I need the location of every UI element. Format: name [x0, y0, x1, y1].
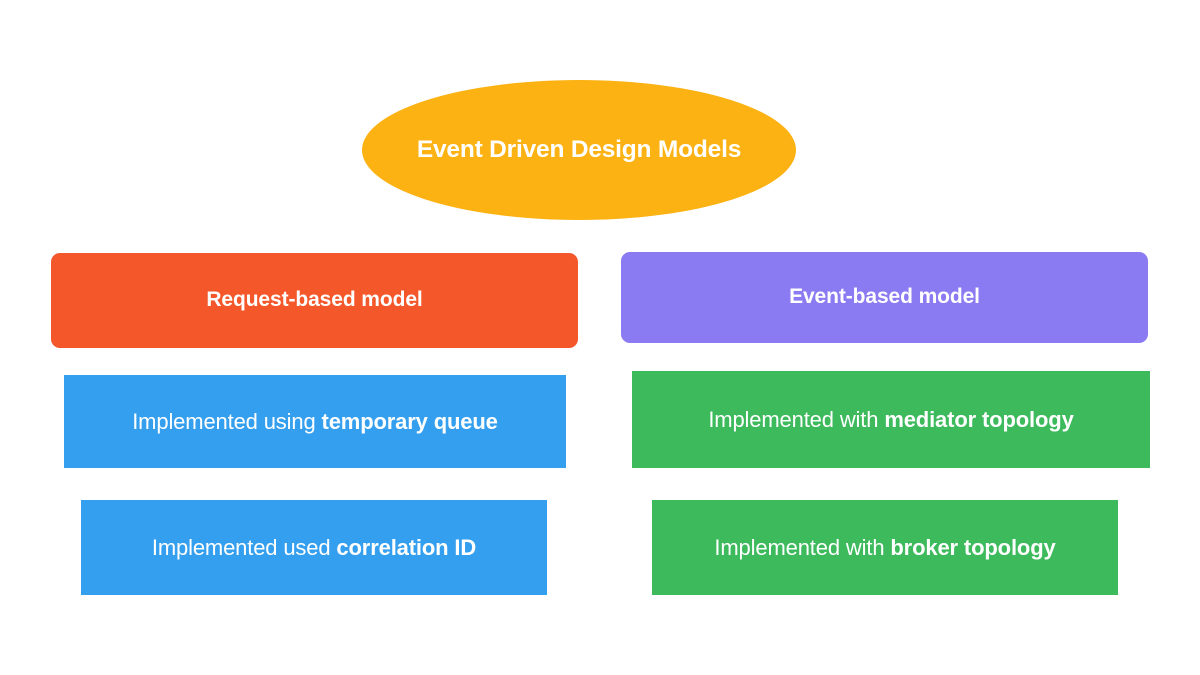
branch-header-event-based-model[interactable]: Event-based model [621, 252, 1148, 343]
item-text-emphasis: mediator topology [884, 406, 1074, 432]
item-label-mediator-topology: Implemented with mediator topology [708, 406, 1073, 434]
item-temporary-queue[interactable]: Implemented using temporary queue [64, 375, 566, 468]
branch-header-label-request-based-model: Request-based model [206, 288, 423, 312]
item-text-prefix: Implemented with [708, 406, 885, 432]
item-text-prefix: Implemented using [132, 408, 322, 434]
branch-header-request-based-model[interactable]: Request-based model [51, 253, 578, 348]
item-text-prefix: Implemented with [714, 534, 891, 560]
item-text-emphasis: broker topology [890, 534, 1056, 560]
item-text-emphasis: temporary queue [321, 408, 498, 434]
root-node-label: Event Driven Design Models [416, 136, 742, 164]
item-correlation-id[interactable]: Implemented used correlation ID [81, 500, 547, 595]
item-mediator-topology[interactable]: Implemented with mediator topology [632, 371, 1150, 468]
item-text-emphasis: correlation ID [336, 534, 477, 560]
branch-header-label-event-based-model: Event-based model [789, 285, 980, 309]
item-label-broker-topology: Implemented with broker topology [714, 534, 1055, 562]
root-node-event-driven-design-models[interactable]: Event Driven Design Models [362, 80, 796, 220]
item-label-temporary-queue: Implemented using temporary queue [132, 408, 498, 436]
item-text-prefix: Implemented used [151, 534, 337, 560]
item-broker-topology[interactable]: Implemented with broker topology [652, 500, 1118, 595]
item-label-correlation-id: Implemented used correlation ID [152, 534, 476, 562]
